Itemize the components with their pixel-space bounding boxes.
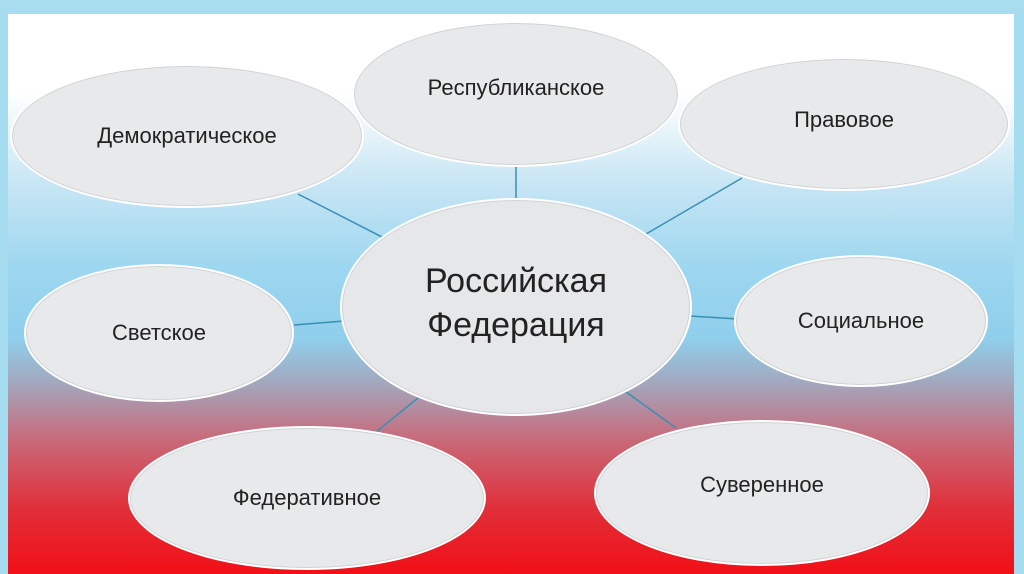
node-democratic-label: Демократическое — [97, 123, 277, 148]
node-republican: Республиканское — [352, 21, 680, 167]
node-secular-label: Светское — [111, 320, 206, 345]
connector-federative — [375, 397, 419, 433]
center-label-line1: Российская — [424, 262, 608, 300]
center-label-line2: Федерация — [427, 306, 605, 344]
connector-secular — [293, 320, 345, 326]
node-federative: Федеративное — [128, 426, 486, 570]
node-legal: Правовое — [678, 57, 1010, 191]
connector-legal — [645, 177, 743, 235]
connector-sovereign — [625, 391, 677, 429]
node-center-russian-federation: Российская Федерация — [340, 198, 692, 416]
node-social: Социальное — [734, 255, 988, 387]
node-republican-label: Республиканское — [427, 75, 605, 100]
node-secular: Светское — [24, 264, 294, 402]
node-federative-label: Федеративное — [232, 485, 382, 510]
connector-social — [689, 315, 739, 320]
center-label: Российская Федерация — [425, 259, 607, 347]
node-sovereign-label: Суверенное — [700, 472, 824, 497]
node-legal-label: Правовое — [794, 107, 894, 132]
top-border — [0, 0, 1024, 14]
node-democratic: Демократическое — [10, 64, 364, 208]
node-sovereign: Суверенное — [594, 420, 930, 566]
node-social-label: Социальное — [797, 308, 925, 333]
connector-democratic — [297, 193, 385, 239]
